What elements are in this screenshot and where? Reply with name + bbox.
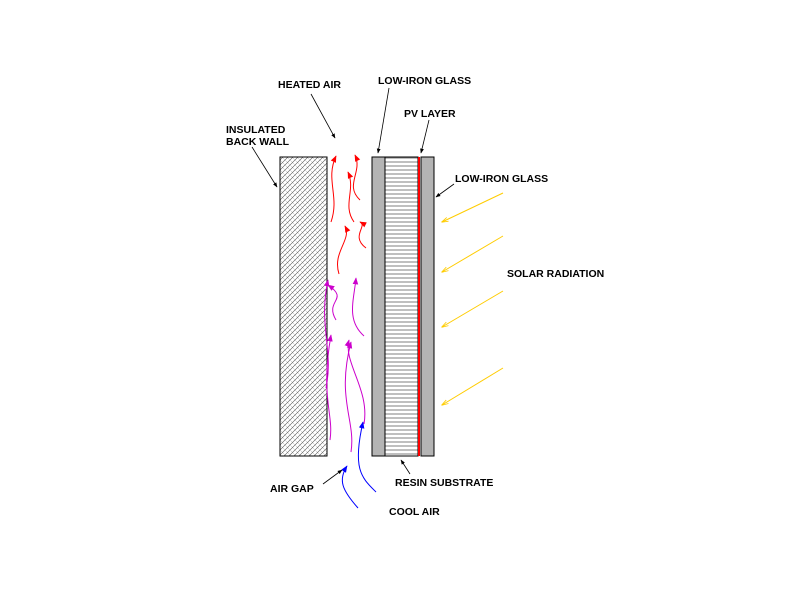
warm-air-arrow xyxy=(344,339,366,425)
solar-radiation-arrows xyxy=(442,192,504,405)
low-iron-glass-top-leader xyxy=(376,87,390,154)
low-iron-glass-right-leader xyxy=(435,183,455,198)
warm-air-arrow xyxy=(326,334,333,441)
warm-air-arrow xyxy=(344,341,353,453)
insulated-back-wall xyxy=(279,156,328,457)
heated-air-label: HEATED AIR xyxy=(278,79,341,91)
low-iron-glass-top-label: LOW-IRON GLASS xyxy=(378,75,471,87)
solar-ray xyxy=(442,192,504,222)
solar-ray xyxy=(442,367,504,405)
heated-air-arrow xyxy=(358,221,367,249)
resin-substrate xyxy=(384,156,419,457)
warm-air-arrow xyxy=(323,279,330,389)
solar-radiation-label: SOLAR RADIATION xyxy=(507,268,604,280)
heated-air-arrow xyxy=(352,154,361,201)
heated-air-leader xyxy=(310,93,336,139)
heated-air-arrow xyxy=(330,155,337,223)
solar-ray xyxy=(442,290,504,327)
resin-substrate-label: RESIN SUBSTRATE xyxy=(395,477,493,489)
cool-air-arrow xyxy=(357,421,377,493)
leader-lines xyxy=(251,87,455,485)
warm-air-arrow xyxy=(327,284,338,321)
solar-ray xyxy=(442,235,504,272)
cool-air-label: COOL AIR xyxy=(389,506,440,518)
warm-air-arrow xyxy=(352,277,365,337)
cool-air-arrow xyxy=(341,465,359,509)
pv-layer-leader xyxy=(420,119,430,154)
cool-air-arrows xyxy=(341,421,377,509)
air-gap-label: AIR GAP xyxy=(270,483,314,495)
low-iron-glass-right-label: LOW-IRON GLASS xyxy=(455,173,548,185)
insulated-label-line2: BACK WALL xyxy=(226,136,290,148)
resin-substrate-leader xyxy=(400,459,411,475)
pv-layer-label: PV LAYER xyxy=(404,108,456,120)
low-iron-glass-outer xyxy=(420,156,435,457)
air-gap-leader xyxy=(322,469,343,485)
heated-air-arrows xyxy=(330,154,367,275)
insulated-label-line1: INSULATED xyxy=(226,124,286,136)
insulated-wall-leader xyxy=(251,146,278,188)
warm-air-arrows xyxy=(323,277,366,453)
heated-air-arrow xyxy=(337,225,351,275)
low-iron-glass-inner xyxy=(371,156,386,457)
heated-air-arrow xyxy=(347,171,355,223)
